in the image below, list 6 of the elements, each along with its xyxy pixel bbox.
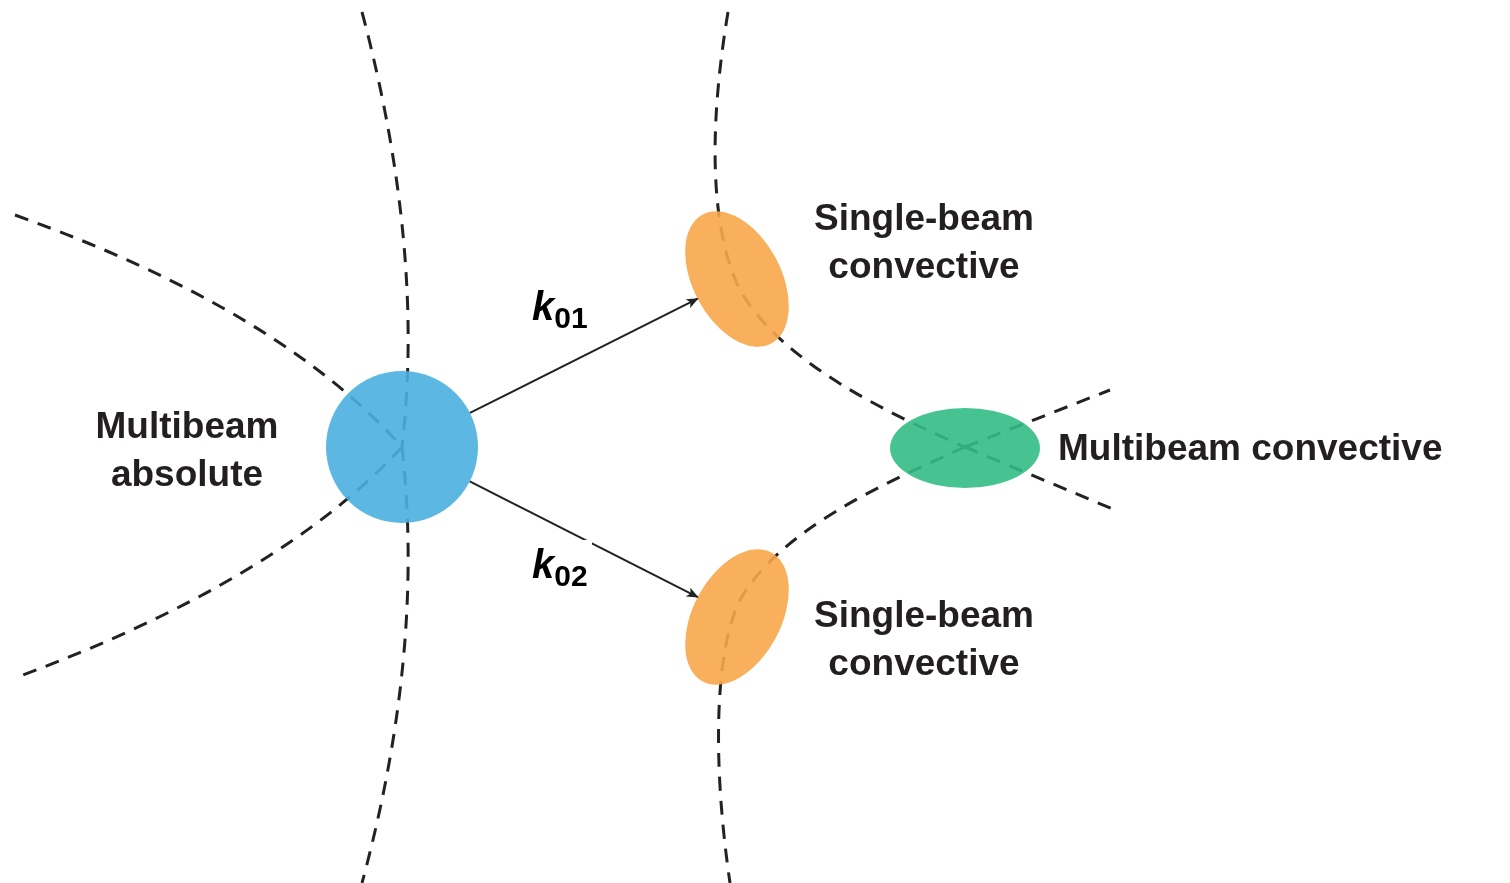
arrow (468, 297, 699, 414)
node-label: Multibeam absolute (94, 404, 280, 496)
node-label: Single-beam convective (813, 593, 1035, 685)
node-label: Single-beam convective (813, 196, 1035, 288)
arrow (468, 480, 699, 599)
node-label: Multibeam convective (1058, 426, 1444, 470)
